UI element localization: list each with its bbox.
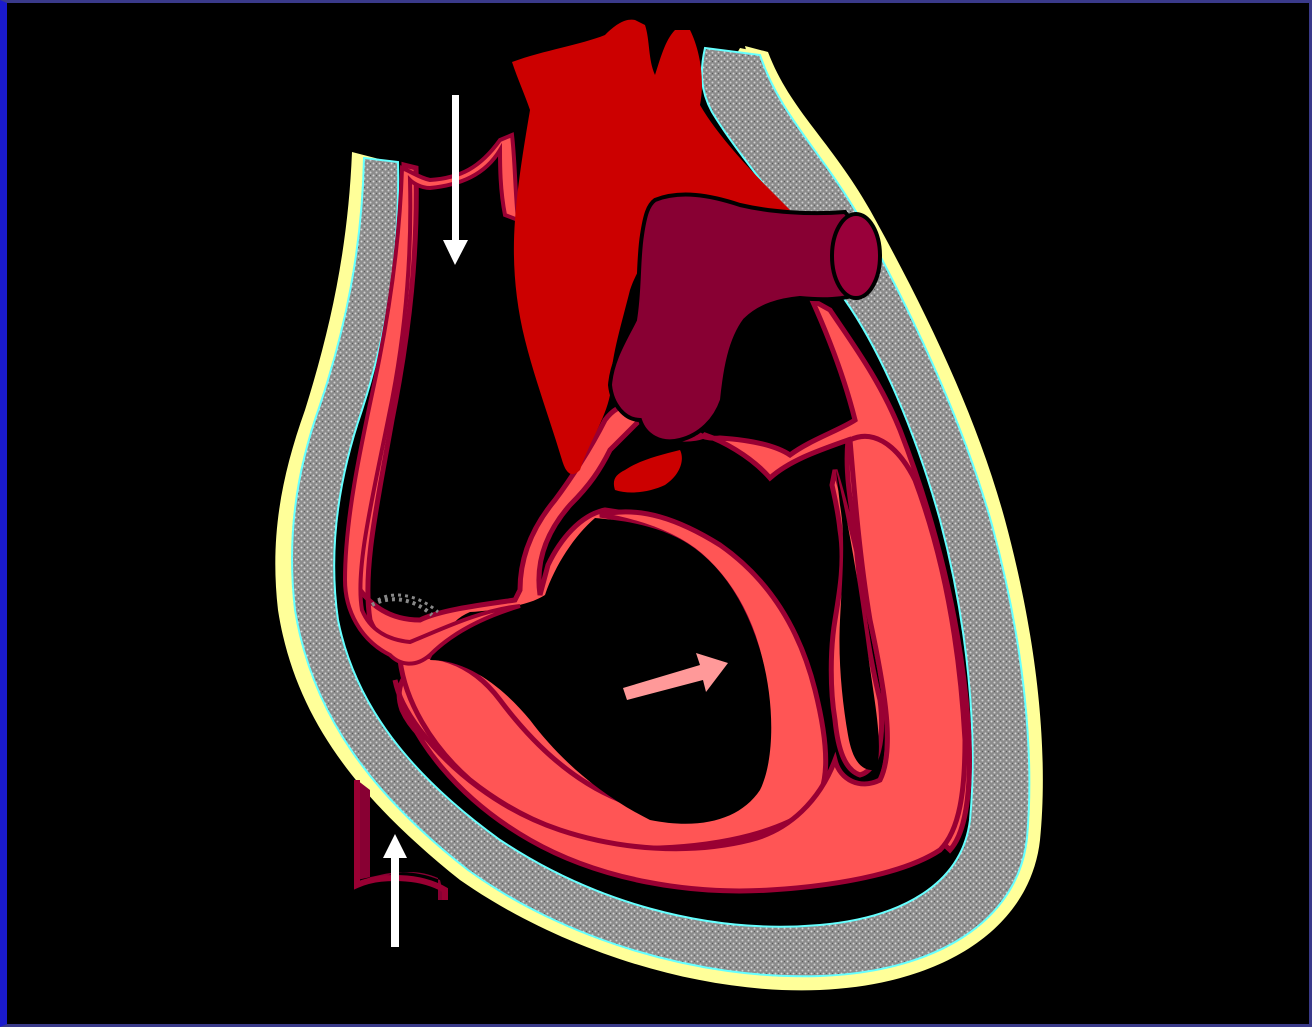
aortic-root xyxy=(614,450,682,492)
pulmonary-artery-opening xyxy=(832,214,880,298)
dotted-valve-arc-2 xyxy=(378,595,438,612)
up-arrow-icon xyxy=(383,834,407,947)
